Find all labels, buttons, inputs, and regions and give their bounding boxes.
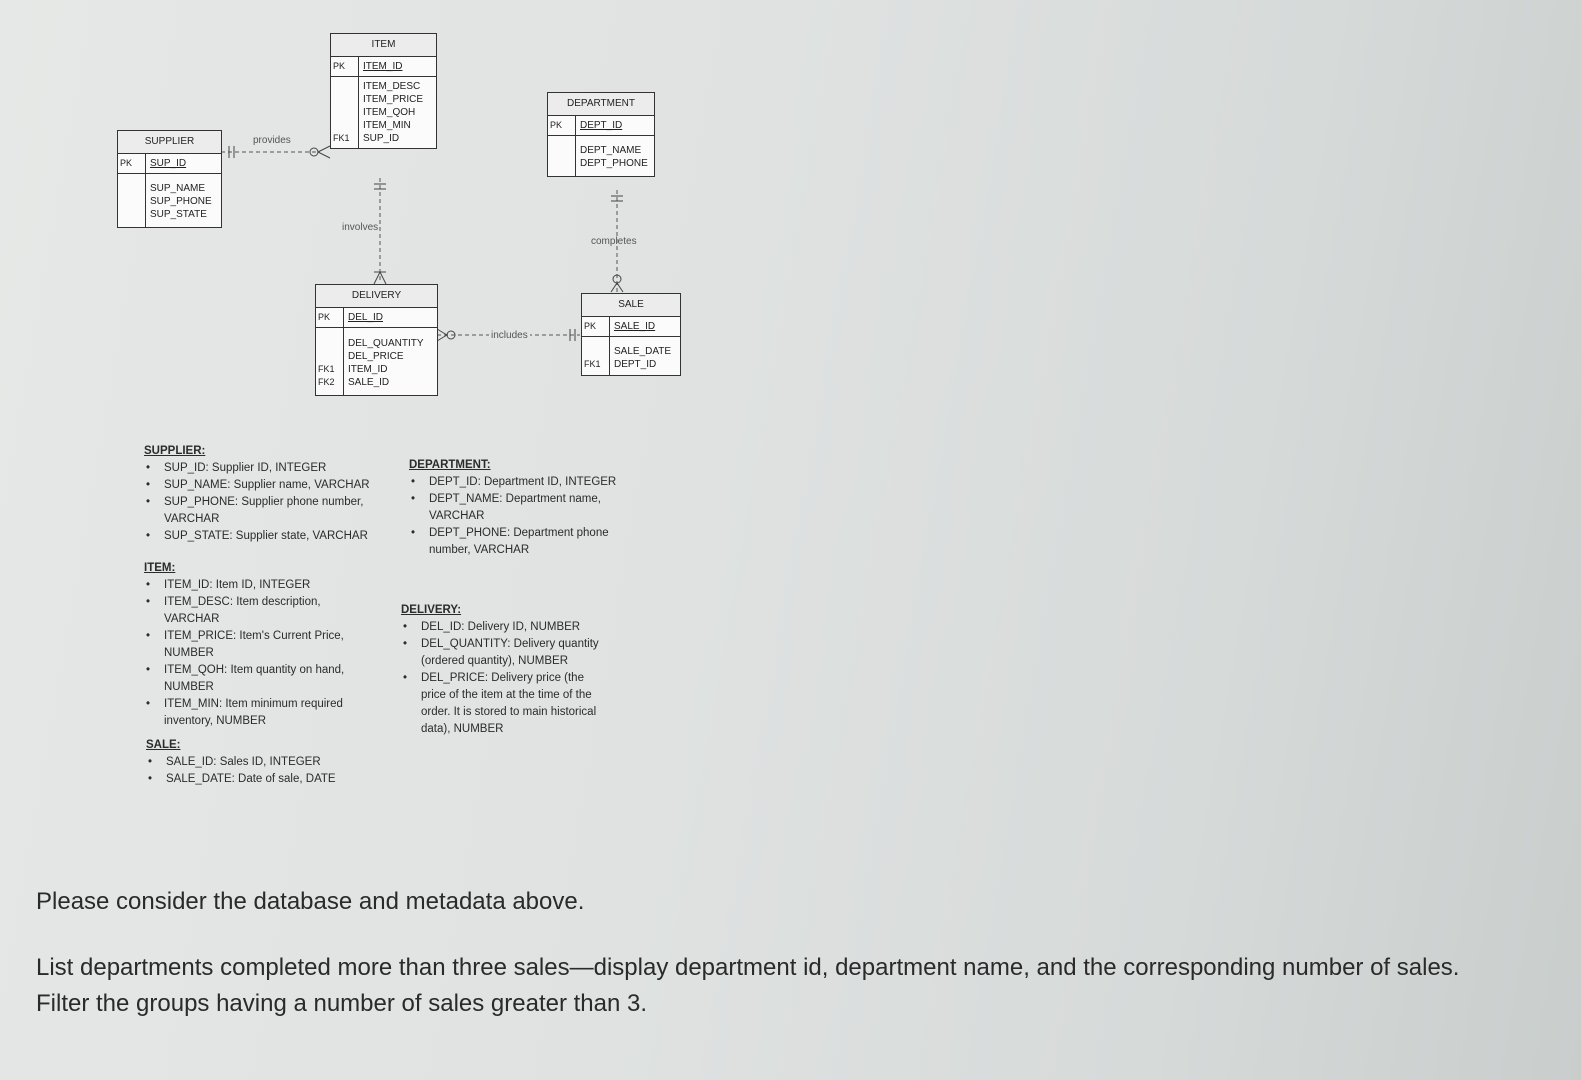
entity-title: ITEM [331, 34, 436, 57]
foreign-key: SALE_ID [348, 377, 390, 388]
attribute: SALE_DATE [614, 346, 672, 357]
attribute: DEPT_PHONE [580, 158, 648, 169]
metadata-item: ITEM_MIN: Item minimum required inventor… [144, 696, 359, 730]
attribute: ITEM_QOH [363, 107, 416, 118]
metadata-item: SUP_NAME: Supplier name, VARCHAR [144, 477, 399, 494]
pk-label: PK [316, 308, 344, 327]
foreign-key: ITEM_ID [348, 364, 388, 375]
relationship-involves: involves [342, 222, 379, 233]
entity-title: SALE [582, 294, 680, 317]
foreign-key: SUP_ID [363, 133, 400, 144]
pk-label: PK [331, 57, 359, 76]
metadata-title: ITEM: [144, 562, 176, 574]
metadata-title: SUPPLIER: [144, 445, 206, 457]
metadata-item: SALE_ID: Sales ID, INTEGER [146, 754, 376, 771]
relationship-provides: provides [253, 135, 291, 146]
metadata-item: SUP_ID: Supplier ID, INTEGER [144, 460, 399, 477]
entity-title: SUPPLIER [118, 131, 221, 154]
pk-label: PK [582, 317, 610, 336]
metadata-item: DEL_PRICE: Delivery price (the price of … [401, 670, 611, 738]
attribute: SUP_PHONE [150, 196, 212, 207]
entity-title: DELIVERY [316, 285, 437, 308]
entity-sale: SALE PK SALE_ID FK1 SALE_DATE DEPT_ID [581, 293, 681, 376]
pk-label: PK [548, 116, 576, 135]
metadata-item: ITEM_PRICE: Item's Current Price, NUMBER [144, 628, 359, 662]
metadata-item: SUP_PHONE: Supplier phone number, VARCHA… [144, 494, 399, 528]
fk-label: FK1 [584, 359, 601, 369]
entity-title: DEPARTMENT [548, 93, 654, 116]
fk-label: FK2 [318, 377, 335, 387]
attribute: SUP_STATE [150, 209, 207, 220]
metadata-item: SUP_STATE: Supplier state, VARCHAR [144, 528, 399, 545]
metadata-title: DEPARTMENT: [409, 459, 491, 471]
metadata-item: DEPT_PHONE: Department phone number, VAR… [409, 525, 639, 559]
fk-label: FK1 [333, 133, 350, 143]
question-intro: Please consider the database and metadat… [36, 888, 585, 915]
metadata-delivery: DELIVERY: DEL_ID: Delivery ID, NUMBER DE… [401, 602, 611, 738]
fk-label: FK1 [318, 364, 335, 374]
metadata-item: ITEM_QOH: Item quantity on hand, NUMBER [144, 662, 359, 696]
metadata-item: ITEM_ID: Item ID, INTEGER [144, 577, 359, 594]
metadata-item: ITEM_DESC: Item description, VARCHAR [144, 594, 359, 628]
metadata-item: SALE_DATE: Date of sale, DATE [146, 771, 376, 788]
attribute: ITEM_DESC [363, 81, 421, 92]
entity-supplier: SUPPLIER PK SUP_ID SUP_NAME SUP_PHONE SUP… [117, 130, 222, 228]
metadata-supplier: SUPPLIER: SUP_ID: Supplier ID, INTEGER S… [144, 443, 399, 545]
primary-key: SALE_ID [614, 321, 656, 332]
pk-label: PK [118, 154, 146, 173]
relationship-completes: completes [591, 236, 637, 247]
metadata-department: DEPARTMENT: DEPT_ID: Department ID, INTE… [409, 457, 639, 559]
relationship-includes: includes [489, 330, 530, 341]
attribute: DEL_QUANTITY [348, 338, 424, 349]
metadata-item-table: ITEM: ITEM_ID: Item ID, INTEGER ITEM_DES… [144, 560, 359, 730]
primary-key: DEL_ID [348, 312, 384, 323]
metadata-sale: SALE: SALE_ID: Sales ID, INTEGER SALE_DA… [146, 737, 376, 788]
metadata-item: DEPT_NAME: Department name, VARCHAR [409, 491, 639, 525]
metadata-title: DELIVERY: [401, 604, 462, 616]
metadata-item: DEL_QUANTITY: Delivery quantity (ordered… [401, 636, 611, 670]
attribute: DEL_PRICE [348, 351, 404, 362]
metadata-title: SALE: [146, 739, 181, 751]
question-prompt: List departments completed more than thr… [36, 954, 1460, 1017]
attribute: ITEM_PRICE [363, 94, 424, 105]
primary-key: ITEM_ID [363, 61, 403, 72]
metadata-item: DEL_ID: Delivery ID, NUMBER [401, 619, 611, 636]
primary-key: SUP_ID [150, 158, 187, 169]
metadata-item: DEPT_ID: Department ID, INTEGER [409, 474, 639, 491]
primary-key: DEPT_ID [580, 120, 623, 131]
foreign-key: DEPT_ID [614, 359, 657, 370]
attribute: ITEM_MIN [363, 120, 411, 131]
attribute: DEPT_NAME [580, 145, 642, 156]
attribute: SUP_NAME [150, 183, 206, 194]
entity-department: DEPARTMENT PK DEPT_ID DEPT_NAME DEPT_PHON… [547, 92, 655, 177]
